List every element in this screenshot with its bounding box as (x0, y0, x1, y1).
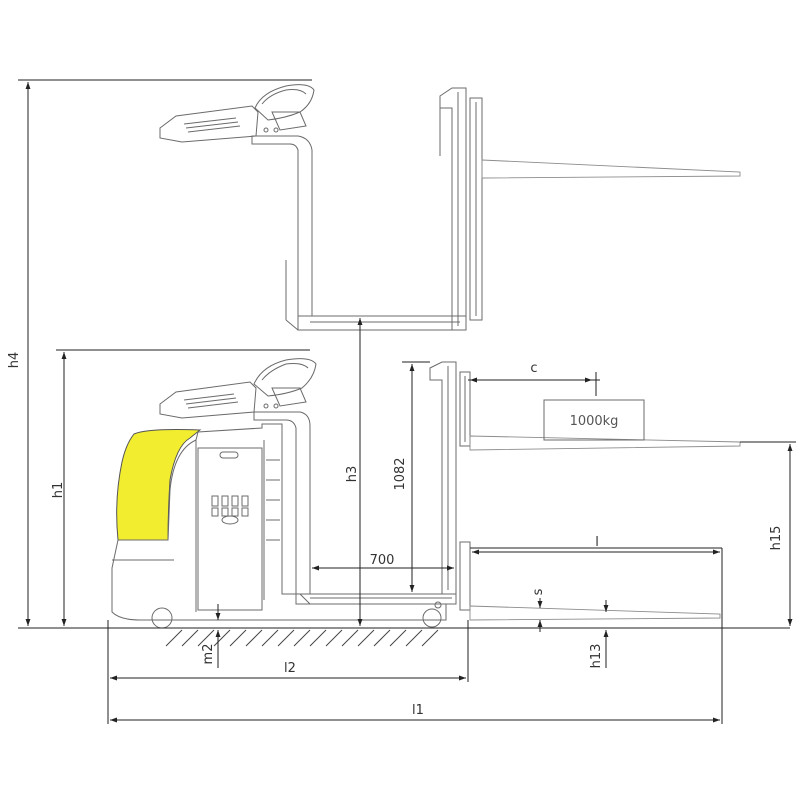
dimension-l2-label: l2 (284, 661, 296, 676)
lowered-fork (469, 605, 721, 621)
dimension-h15-label: h15 (769, 526, 784, 551)
load-box (543, 399, 645, 441)
dimension-m2-label: m2 (201, 644, 216, 665)
dimension-l-label: l (595, 535, 599, 550)
dimension-s-label: s (531, 588, 546, 595)
raised-fork (469, 435, 741, 451)
load-label: 1000kg (570, 414, 619, 429)
raised-platform-outline (159, 84, 741, 331)
dimension-h1-label: h1 (51, 482, 66, 499)
dimension-lift-label: 1082 (393, 457, 408, 490)
dimension-h4-label: h4 (7, 352, 22, 369)
dimension-l1-label: l1 (412, 703, 424, 718)
dimension-h13-label: h13 (589, 644, 604, 669)
dimension-h3-label: h3 (345, 466, 360, 483)
dimension-width-label: 700 (370, 553, 395, 568)
ground-line (18, 627, 790, 647)
yellow-front-cover (116, 429, 202, 541)
dimension-c-label: c (530, 361, 537, 376)
truck-body (111, 358, 471, 629)
